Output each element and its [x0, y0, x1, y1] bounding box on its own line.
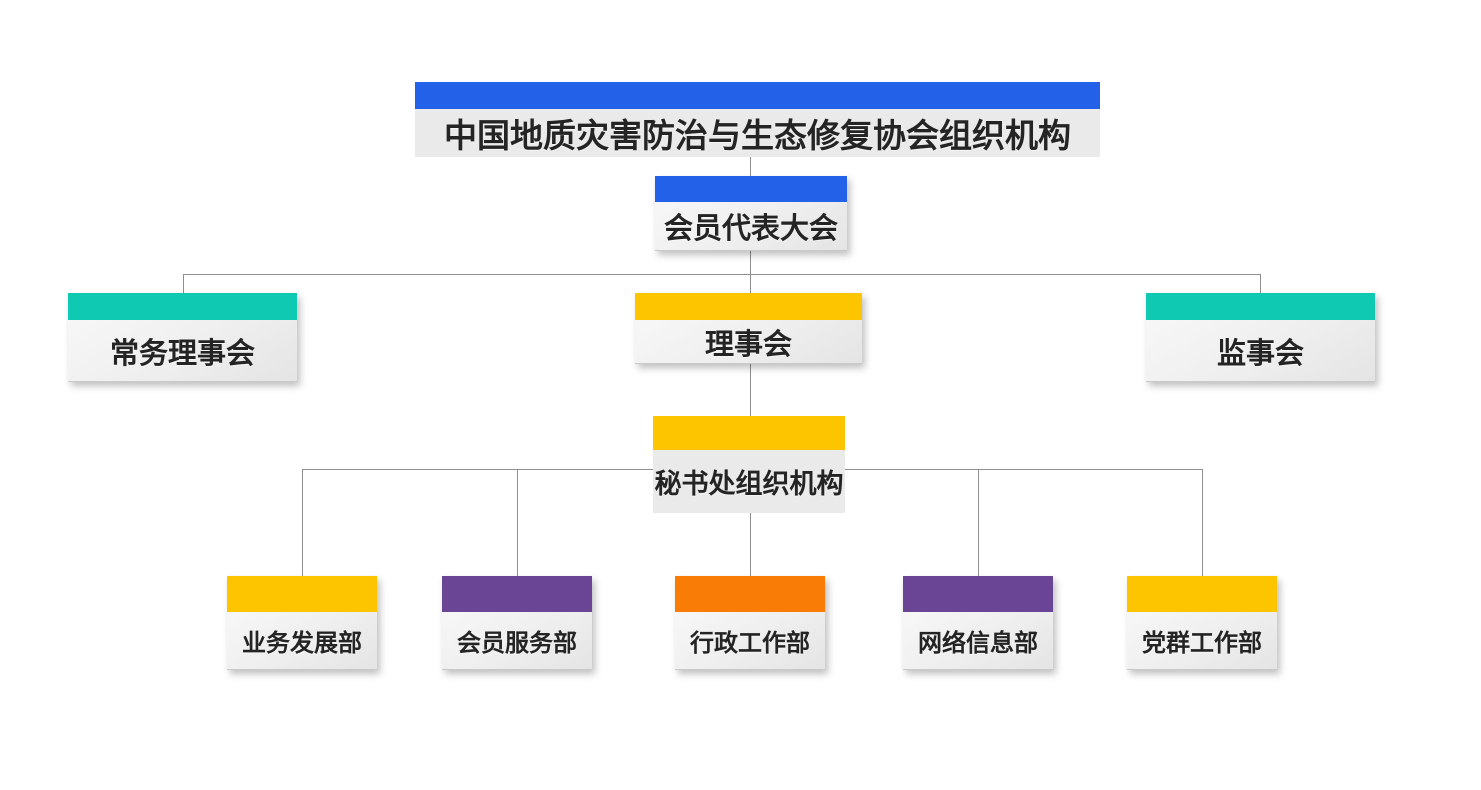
node-label: 业务发展部 — [227, 612, 377, 670]
accent-bar — [415, 82, 1100, 109]
connector-drop-dept-admin — [750, 513, 751, 576]
accent-bar — [635, 293, 862, 320]
node-label: 会员代表大会 — [655, 202, 847, 251]
connector-drop-dept-business — [302, 469, 303, 576]
node-dept-business-development: 业务发展部 — [227, 576, 377, 670]
connector-congress-riser — [750, 251, 751, 293]
node-label: 监事会 — [1146, 320, 1375, 382]
node-label: 理事会 — [635, 320, 862, 364]
accent-bar — [1127, 576, 1277, 612]
accent-bar — [653, 416, 845, 450]
node-member-congress: 会员代表大会 — [655, 176, 847, 251]
node-label: 党群工作部 — [1127, 612, 1277, 670]
node-label: 会员服务部 — [442, 612, 592, 670]
node-label: 网络信息部 — [903, 612, 1053, 670]
accent-bar — [442, 576, 592, 612]
node-label: 行政工作部 — [675, 612, 825, 670]
node-label: 秘书处组织机构 — [653, 450, 845, 513]
accent-bar — [227, 576, 377, 612]
connector-council-to-secretariat — [750, 364, 751, 416]
node-supervisory-board: 监事会 — [1146, 293, 1375, 382]
connector-title-to-congress — [750, 153, 751, 176]
accent-bar — [1146, 293, 1375, 320]
node-secretariat: 秘书处组织机构 — [653, 416, 845, 513]
accent-bar — [903, 576, 1053, 612]
node-council: 理事会 — [635, 293, 862, 364]
accent-bar — [68, 293, 297, 320]
org-title-label: 中国地质灾害防治与生态修复协会组织机构 — [415, 109, 1100, 157]
accent-bar — [675, 576, 825, 612]
connector-drop-dept-party — [1202, 469, 1203, 576]
node-dept-administrative: 行政工作部 — [675, 576, 825, 670]
connector-drop-supervisory-board — [1260, 274, 1261, 293]
node-dept-network-information: 网络信息部 — [903, 576, 1053, 670]
org-title-box: 中国地质灾害防治与生态修复协会组织机构 — [415, 82, 1100, 157]
connector-drop-dept-member-service — [517, 469, 518, 576]
node-standing-council: 常务理事会 — [68, 293, 297, 382]
node-label: 常务理事会 — [68, 320, 297, 382]
node-dept-party-mass: 党群工作部 — [1127, 576, 1277, 670]
connector-drop-dept-network — [978, 469, 979, 576]
node-dept-member-service: 会员服务部 — [442, 576, 592, 670]
connector-drop-standing-council — [183, 274, 184, 293]
connector-level3-rail — [183, 274, 1261, 275]
accent-bar — [655, 176, 847, 202]
